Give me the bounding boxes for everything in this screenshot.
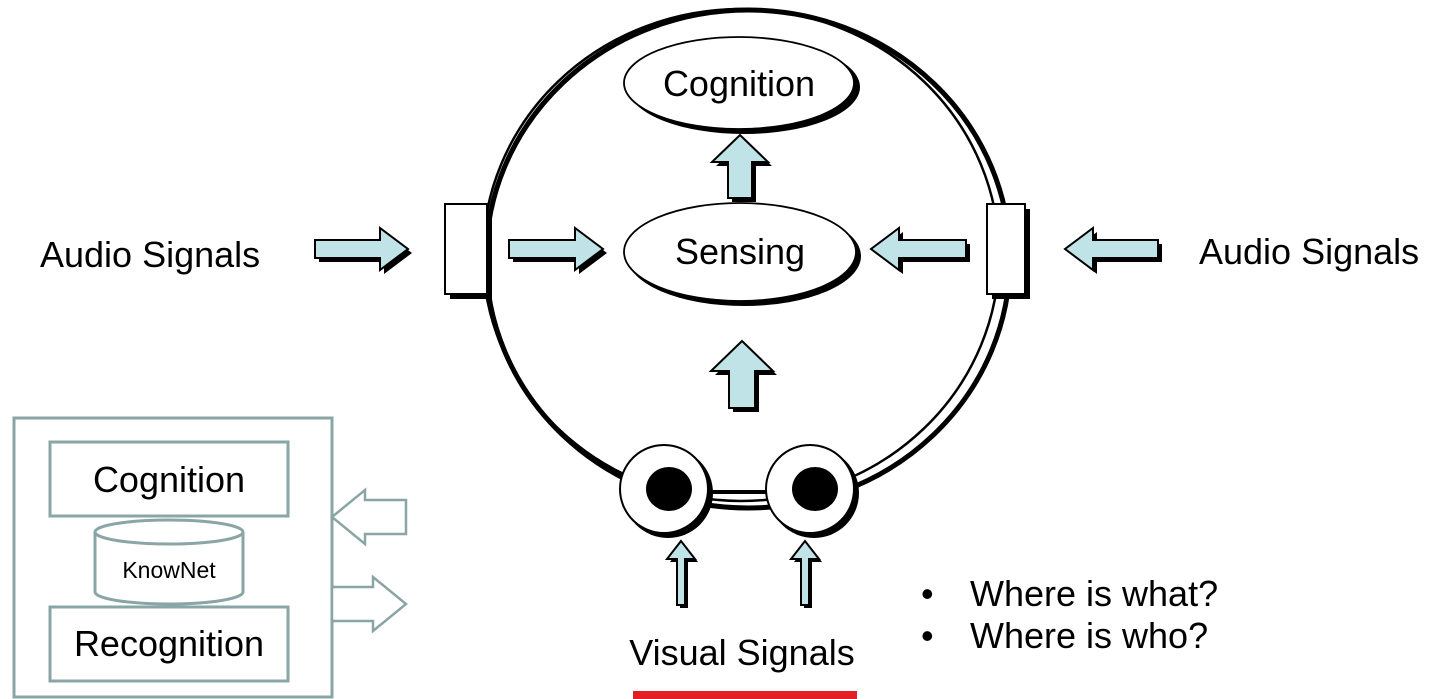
audio-right-inner-arrow — [869, 226, 970, 274]
left-ear — [444, 203, 492, 299]
visual-right-arrow — [788, 539, 822, 608]
visual-signals-label: Visual Signals — [629, 632, 854, 673]
panel-cognition-label: Cognition — [93, 459, 245, 500]
sensing-label: Sensing — [675, 231, 805, 272]
right-eye — [765, 444, 859, 538]
panel-recognition-label: Recognition — [74, 623, 264, 664]
knownet-label: KnowNet — [122, 557, 216, 583]
visual-left-arrow — [664, 539, 698, 608]
question-list: • Where is what? • Where is who? — [921, 573, 1218, 656]
right-pupil — [792, 467, 838, 511]
bullet-symbol: • — [921, 573, 934, 614]
audio-signals-left-label: Audio Signals — [40, 234, 260, 275]
left-pupil — [646, 467, 692, 511]
cognition-label: Cognition — [663, 63, 815, 104]
audio-signals-right-label: Audio Signals — [1199, 231, 1419, 272]
panel-recognition-box — [48, 605, 290, 683]
bullet-item-who: Where is who? — [970, 615, 1208, 656]
cognition-node: Cognition — [623, 36, 860, 134]
panel-input-arrow — [330, 487, 408, 547]
audio-left-outer-arrow — [314, 226, 412, 274]
left-eye — [619, 444, 713, 538]
audio-right-outer-arrow — [1063, 226, 1162, 274]
eyes-to-sensing-arrow — [708, 339, 777, 412]
system-panel: Cognition KnowNet Recognition — [12, 416, 408, 699]
knownet-database-icon: KnowNet — [93, 518, 245, 606]
visual-signals-underline — [633, 691, 857, 699]
bullet-item-what: Where is what? — [970, 573, 1218, 614]
bullet-symbol: • — [921, 615, 934, 656]
panel-output-arrow — [330, 574, 408, 634]
sensing-to-cognition-arrow — [709, 133, 772, 202]
panel-cognition-box — [48, 440, 290, 518]
sensing-node: Sensing — [623, 202, 861, 306]
audio-left-inner-arrow — [508, 226, 607, 274]
right-ear — [986, 203, 1030, 299]
